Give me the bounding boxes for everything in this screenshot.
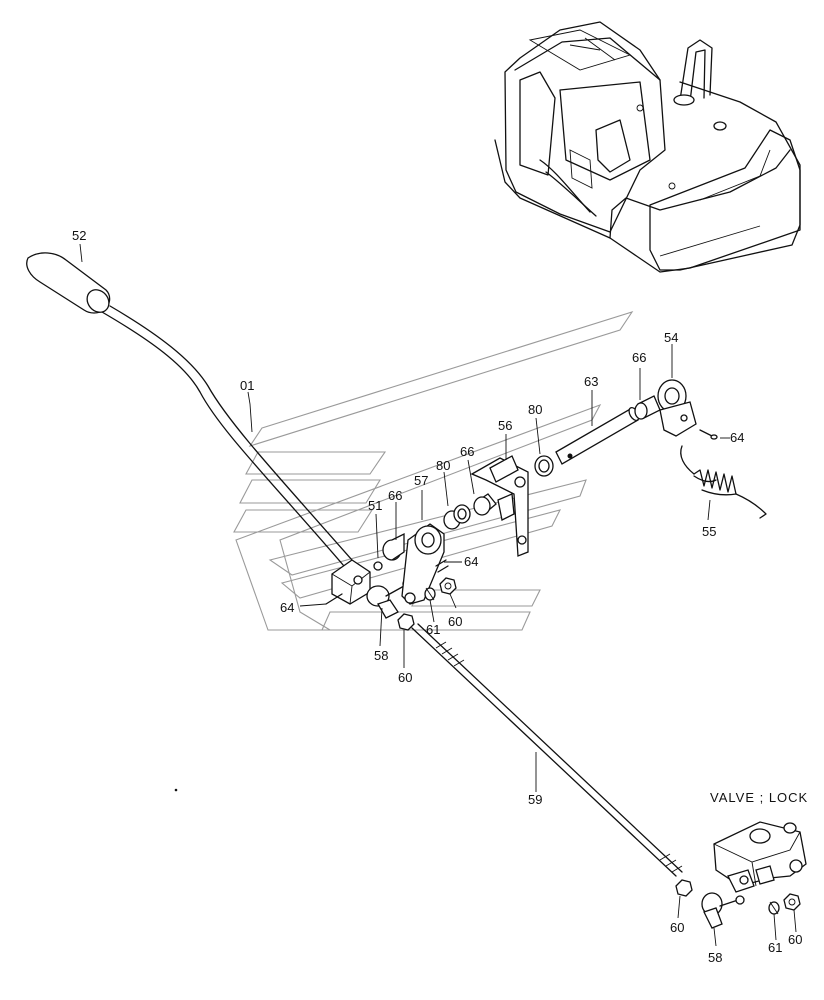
ball-joint-58b — [701, 892, 745, 929]
washer-80b — [534, 455, 554, 477]
nut-60d — [783, 893, 801, 911]
callout-66: 66 — [460, 444, 474, 459]
leader-lines — [79, 243, 797, 947]
excavator-overview — [494, 21, 801, 273]
arm-57 — [401, 523, 445, 605]
spring-55 — [680, 445, 767, 519]
callout-64: 64 — [280, 600, 294, 615]
pin-64 — [373, 561, 383, 571]
callout-64: 64 — [464, 554, 478, 569]
callout-64: 64 — [730, 430, 744, 445]
callout-61: 61 — [768, 940, 782, 955]
callout-80: 80 — [436, 458, 450, 473]
rod-59 — [411, 623, 683, 877]
callout-60: 60 — [448, 614, 462, 629]
callout-60: 60 — [398, 670, 412, 685]
arm-54 — [657, 379, 697, 437]
callout-58: 58 — [708, 950, 722, 965]
callout-61: 61 — [426, 622, 440, 637]
callout-66: 66 — [632, 350, 646, 365]
callout-57: 57 — [414, 473, 428, 488]
bracket-56 — [470, 455, 529, 557]
callout-56: 56 — [498, 418, 512, 433]
speck — [174, 788, 178, 792]
washer-80a — [443, 504, 471, 530]
callout-60: 60 — [788, 932, 802, 947]
callout-60: 60 — [670, 920, 684, 935]
bushing-66b — [473, 493, 497, 516]
pin-64-center — [435, 559, 447, 567]
watermark — [233, 311, 634, 631]
washer-61b — [768, 901, 780, 915]
lock-valve — [713, 821, 807, 893]
bushing-66a — [382, 532, 405, 561]
callout-66: 66 — [388, 488, 402, 503]
nut-60c — [675, 879, 693, 897]
callout-labels: 52 01 51 66 57 80 66 56 80 63 66 54 64 5… — [72, 228, 808, 965]
inset-title: VALVE ; LOCK — [710, 790, 808, 805]
grip-52 — [26, 252, 111, 314]
pin-64-right-head — [710, 434, 718, 440]
callout-55: 55 — [702, 524, 716, 539]
callout-59: 59 — [528, 792, 542, 807]
callout-52: 52 — [72, 228, 86, 243]
callout-80: 80 — [528, 402, 542, 417]
shaft-63 — [555, 406, 640, 465]
callout-58: 58 — [374, 648, 388, 663]
block-51 — [325, 559, 371, 605]
pin-64-center-b — [437, 565, 449, 573]
callout-63: 63 — [584, 374, 598, 389]
callout-01: 01 — [240, 378, 254, 393]
nut-60b — [439, 577, 457, 595]
nut-60a — [397, 613, 415, 631]
bushing-66c — [634, 395, 661, 420]
lever-01 — [101, 305, 353, 567]
callout-54: 54 — [664, 330, 678, 345]
callout-51: 51 — [368, 498, 382, 513]
washer-61a — [424, 587, 436, 601]
